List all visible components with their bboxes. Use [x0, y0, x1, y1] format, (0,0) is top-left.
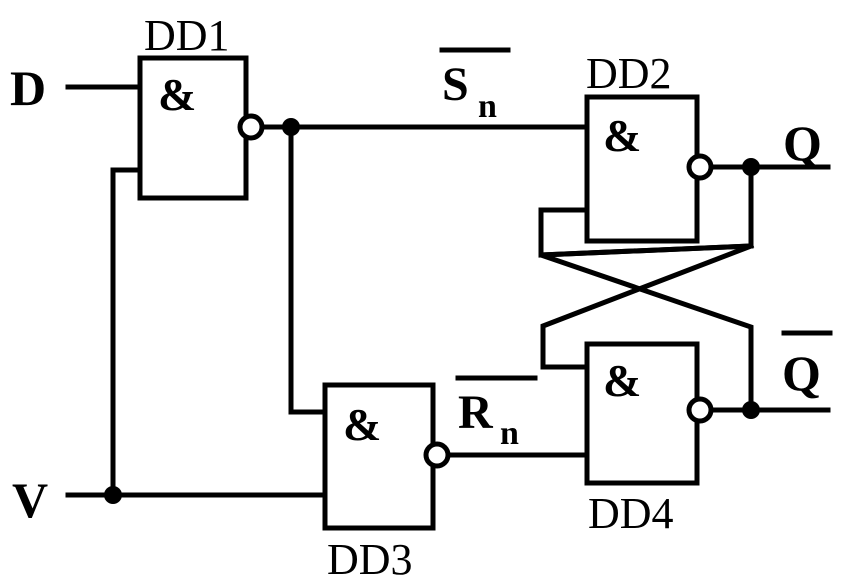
wire-sn-branch — [288, 124, 328, 415]
gate-dd3-symbol: & — [343, 399, 381, 450]
gate-dd2-name: DD2 — [586, 49, 672, 98]
output-q-bar-label: Q — [782, 345, 821, 401]
gate-dd1-name: DD1 — [144, 11, 230, 60]
wire-v-branch — [110, 167, 143, 498]
output-q-label: Q — [783, 115, 822, 171]
junction-q — [742, 158, 760, 176]
output-q-bar: Q — [781, 330, 833, 401]
gate-dd2-symbol: & — [603, 110, 641, 161]
signal-sn: S n — [439, 47, 511, 125]
junction-q-bar — [742, 401, 760, 419]
gate-dd4-symbol: & — [603, 355, 641, 406]
junctions — [104, 118, 760, 504]
input-d-label: D — [10, 60, 46, 116]
signal-rn: R n — [455, 375, 538, 452]
gate-dd4: & DD4 — [584, 341, 714, 538]
wire-feedback-q-bar — [538, 207, 754, 258]
gate-dd1: & DD1 — [137, 11, 265, 201]
signal-rn-main: R — [458, 386, 494, 439]
gate-dd3: & DD3 — [322, 382, 451, 584]
gate-dd3-name: DD3 — [327, 535, 413, 584]
signal-sn-sub: n — [478, 88, 497, 125]
signal-rn-sub: n — [500, 415, 519, 452]
gate-dd2: & DD2 — [584, 49, 714, 244]
wire-feedback-dd4-in — [540, 242, 755, 370]
signal-sn-main: S — [442, 58, 469, 111]
gate-dd4-name: DD4 — [588, 489, 674, 538]
gate-dd1-symbol: & — [158, 69, 196, 120]
junction-sn — [282, 118, 300, 136]
input-v-label: V — [12, 472, 48, 528]
junction-v — [104, 486, 122, 504]
